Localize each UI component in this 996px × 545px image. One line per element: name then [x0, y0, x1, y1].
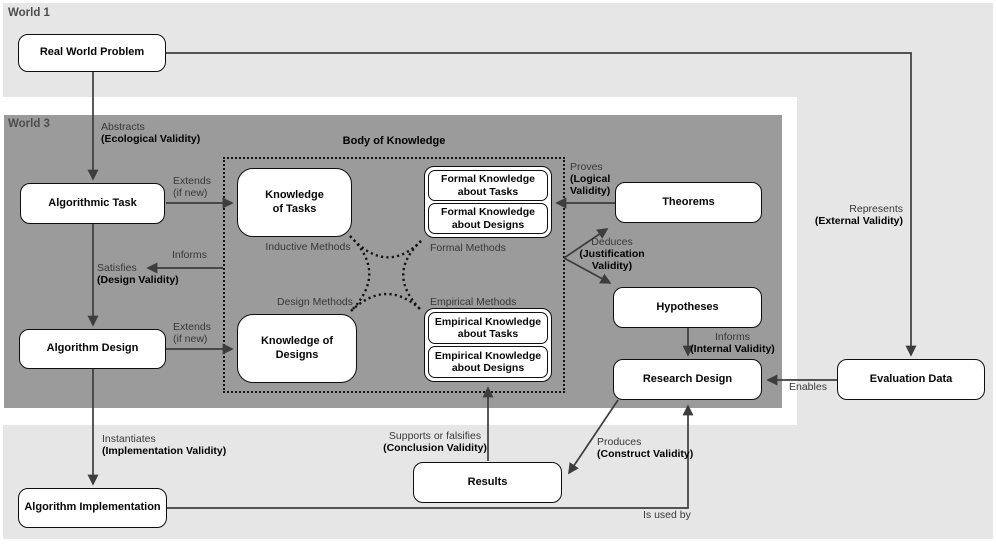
label-produces-action: Produces — [597, 436, 642, 448]
label-informs-internal-action: Informs — [714, 331, 750, 343]
node-algorithm-implementation: Algorithm Implementation — [18, 488, 167, 528]
label-satisfies-validity: (Design Validity) — [97, 274, 179, 286]
world1-label: World 1 — [8, 7, 50, 19]
node-hypotheses: Hypotheses — [613, 287, 762, 328]
label-design-methods: Design Methods — [277, 296, 353, 308]
label-supports-or-falsifies: Supports or falsifies (Conclusion Validi… — [375, 430, 495, 454]
label-instantiates-action: Instantiates — [102, 433, 156, 445]
label-proves-validity-1: (Logical — [570, 173, 611, 185]
label-represents-action: Represents — [849, 203, 903, 215]
label-informs-action: Informs — [172, 249, 208, 261]
label-extends-task-note: (if new) — [173, 187, 208, 199]
body-of-knowledge-title: Body of Knowledge — [342, 135, 446, 147]
label-is-used-by: Is used by — [643, 509, 691, 521]
node-knowledge-of-tasks: Knowledge of Tasks — [237, 168, 352, 237]
formal-knowledge-group: Formal Knowledge about Tasks Formal Know… — [424, 166, 552, 238]
label-instantiates: Instantiates (Implementation Validity) — [102, 433, 226, 457]
node-formal-knowledge-about-designs: Formal Knowledge about Designs — [428, 203, 548, 234]
label-deduces-validity-2: Validity) — [591, 260, 633, 272]
label-deduces-action: Deduces — [591, 236, 633, 248]
node-empirical-knowledge-about-tasks: Empirical Knowledge about Tasks — [428, 312, 548, 344]
empirical-knowledge-group: Empirical Knowledge about Tasks Empirica… — [424, 308, 552, 382]
label-extends-design-action: Extends — [173, 321, 211, 333]
label-abstracts: Abstracts (Ecological Validity) — [101, 121, 200, 145]
label-abstracts-validity: (Ecological Validity) — [101, 133, 201, 145]
label-extends-design-note: (if new) — [173, 333, 208, 345]
label-proves-action: Proves — [570, 161, 603, 173]
label-satisfies: Satisfies (Design Validity) — [97, 262, 179, 286]
label-abstracts-action: Abstracts — [101, 121, 145, 133]
label-informs: Informs — [172, 249, 207, 261]
label-represents-validity: (External Validity) — [814, 215, 903, 227]
label-empirical-methods: Empirical Methods — [430, 296, 517, 308]
node-results: Results — [413, 462, 562, 503]
label-satisfies-action: Satisfies — [97, 262, 137, 274]
label-extends-task-action: Extends — [173, 175, 211, 187]
label-instantiates-validity: (Implementation Validity) — [102, 445, 227, 457]
node-real-world-problem: Real World Problem — [18, 34, 166, 72]
label-formal-methods: Formal Methods — [430, 242, 506, 254]
label-supports-validity: (Conclusion Validity) — [383, 442, 487, 454]
node-theorems: Theorems — [615, 182, 762, 223]
label-proves-validity-2: Validity) — [570, 185, 611, 197]
label-is-used-by-action: Is used by — [643, 509, 691, 521]
label-proves: Proves (Logical Validity) — [570, 161, 610, 197]
label-supports-action: Supports or falsifies — [388, 430, 482, 442]
label-extends-task: Extends (if new) — [173, 175, 211, 199]
label-deduces-validity-1: (Justification — [579, 248, 645, 260]
label-extends-design: Extends (if new) — [173, 321, 211, 345]
label-produces: Produces (Construct Validity) — [597, 436, 693, 460]
node-algorithmic-task: Algorithmic Task — [20, 183, 165, 224]
label-represents: Represents (External Validity) — [795, 203, 903, 227]
label-inductive-methods: Inductive Methods — [265, 241, 351, 253]
node-formal-knowledge-about-tasks: Formal Knowledge about Tasks — [428, 170, 548, 201]
world3-label: World 3 — [8, 118, 50, 130]
label-enables-action: Enables — [789, 381, 827, 393]
label-produces-validity: (Construct Validity) — [597, 448, 694, 460]
node-empirical-knowledge-about-designs: Empirical Knowledge about Designs — [428, 346, 548, 378]
node-algorithm-design: Algorithm Design — [19, 329, 166, 369]
node-evaluation-data: Evaluation Data — [837, 359, 985, 400]
node-knowledge-of-designs: Knowledge of Designs — [237, 314, 357, 383]
label-deduces: Deduces (Justification Validity) — [577, 236, 647, 272]
label-informs-internal-validity: (Internal Validity) — [690, 343, 775, 355]
label-enables: Enables — [789, 381, 827, 393]
label-informs-internal: Informs (Internal Validity) — [690, 331, 775, 355]
node-research-design: Research Design — [613, 359, 762, 400]
